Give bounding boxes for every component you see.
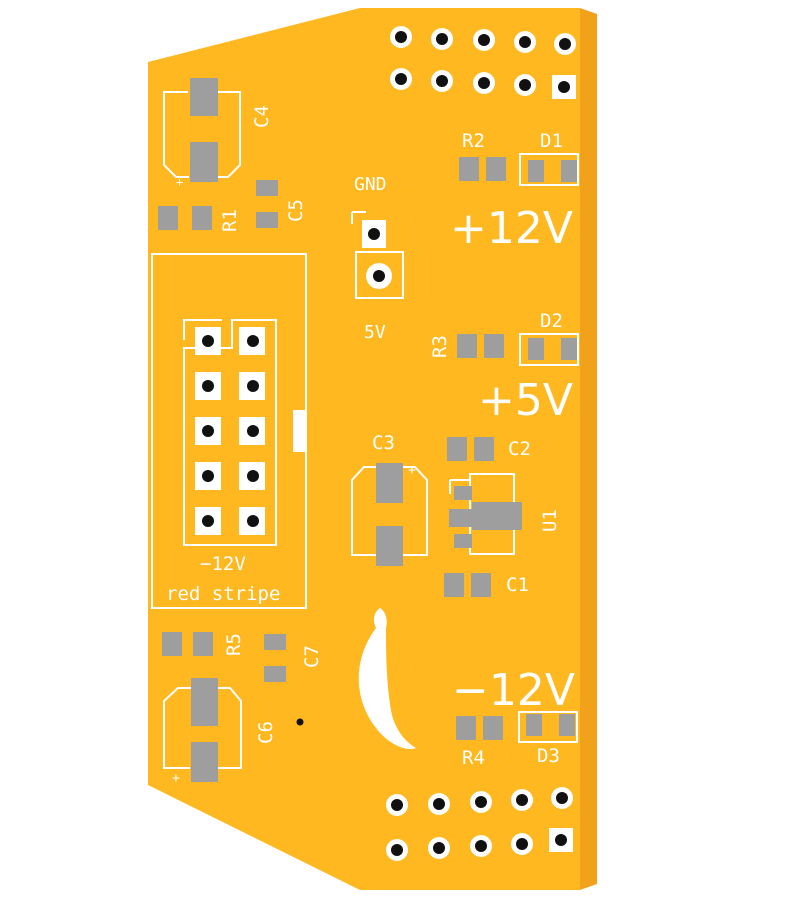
pin xyxy=(470,791,492,813)
c3-polarity-mark: + xyxy=(408,463,416,478)
pin xyxy=(390,68,412,90)
d2-label: D2 xyxy=(540,310,563,332)
c6-label: C6 xyxy=(255,721,277,744)
c7-label: C7 xyxy=(301,645,323,668)
r4-label: R4 xyxy=(462,747,485,769)
resistor-r2: R2 xyxy=(459,130,506,181)
header-pin xyxy=(239,327,265,355)
pcb-board xyxy=(148,8,597,890)
eurorack-power-header: −12V red stripe xyxy=(151,253,307,609)
led-d1: D1 xyxy=(519,130,579,186)
pin xyxy=(470,835,492,857)
c6-polarity-mark: + xyxy=(172,771,180,786)
gnd-label: GND xyxy=(354,174,387,195)
header-pin xyxy=(195,507,221,535)
led-d2: D2 xyxy=(519,310,579,366)
c4-label: C4 xyxy=(251,105,273,128)
pin xyxy=(511,789,533,811)
pin xyxy=(386,839,408,861)
header-pin xyxy=(239,372,265,400)
board-side-edge xyxy=(580,8,597,890)
capacitor-c3: C3 + xyxy=(351,432,428,566)
c2-label: C2 xyxy=(508,438,531,460)
plus-12v-label: +12V xyxy=(450,203,573,254)
header-stripe-label: red stripe xyxy=(166,583,280,605)
resistor-r4: R4 xyxy=(456,716,503,769)
pin xyxy=(386,794,408,816)
r3-label: R3 xyxy=(429,335,451,358)
c5-label: C5 xyxy=(285,199,307,222)
pin xyxy=(428,793,450,815)
pin-1-square xyxy=(552,75,576,99)
header-pin xyxy=(239,507,265,535)
5v-small-label: 5V xyxy=(364,322,386,343)
header-pin xyxy=(195,417,221,445)
capacitor-c5: C5 xyxy=(256,180,307,228)
banana-logo-icon xyxy=(358,608,416,750)
u1-label: U1 xyxy=(539,509,561,532)
pin xyxy=(431,70,453,92)
d3-label: D3 xyxy=(537,745,560,767)
pin xyxy=(514,31,536,53)
c4-polarity-mark: + xyxy=(176,175,183,189)
pin xyxy=(473,72,495,94)
c3-label: C3 xyxy=(372,432,395,454)
resistor-r3: R3 xyxy=(429,334,504,358)
header-pin xyxy=(195,372,221,400)
pin xyxy=(551,787,573,809)
header-pin-1 xyxy=(195,327,221,355)
led-d3: D3 xyxy=(518,711,578,767)
pin xyxy=(390,26,412,48)
minus-12v-label: −12V xyxy=(452,665,575,716)
resistor-r5: R5 xyxy=(162,632,245,656)
bottom-pin-header xyxy=(386,787,573,861)
header-polarity-label: −12V xyxy=(200,553,246,575)
r5-label: R5 xyxy=(223,633,245,656)
r1-label: R1 xyxy=(219,209,241,232)
resistor-r1: R1 xyxy=(158,206,241,232)
board-front-face xyxy=(148,8,580,890)
pin xyxy=(554,33,576,55)
regulator-u1: U1 xyxy=(449,473,561,555)
pin xyxy=(514,74,536,96)
c1-label: C1 xyxy=(506,574,529,596)
r2-label: R2 xyxy=(462,130,485,152)
pin xyxy=(431,28,453,50)
capacitor-c2: C2 xyxy=(447,437,531,461)
d1-label: D1 xyxy=(540,130,563,152)
capacitor-c7: C7 xyxy=(264,634,323,682)
top-pin-header xyxy=(390,26,576,99)
pin xyxy=(511,833,533,855)
capacitor-c6: + C6 xyxy=(163,678,277,786)
capacitor-c4: + C4 xyxy=(163,78,273,189)
power-input-header: GND 5V xyxy=(351,174,404,343)
header-pin xyxy=(239,417,265,445)
pin xyxy=(428,837,450,859)
capacitor-c1: C1 xyxy=(444,573,529,597)
fiducial-dot xyxy=(296,718,304,726)
pin-1-square xyxy=(549,828,573,852)
plus-5v-label: +5V xyxy=(478,375,573,426)
header-pin xyxy=(239,462,265,490)
header-pin xyxy=(195,462,221,490)
pin xyxy=(473,29,495,51)
